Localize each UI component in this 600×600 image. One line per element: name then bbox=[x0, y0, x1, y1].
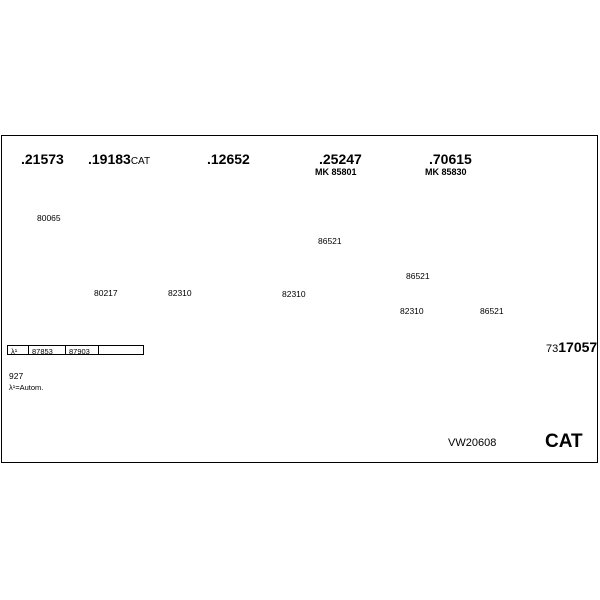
note-line: λ¹=Autom. bbox=[9, 383, 44, 392]
part-number-label: .12652 bbox=[207, 151, 250, 167]
lambda-symbol-cell: λ¹ bbox=[8, 346, 29, 356]
part-number-label: .70615 bbox=[429, 151, 472, 167]
part-label: 82310 bbox=[282, 289, 306, 299]
kit-code-label: 7317057 bbox=[546, 339, 598, 355]
category-label: CAT bbox=[545, 431, 583, 452]
part-number-label: .25247 bbox=[319, 151, 362, 167]
lambda-sensor-cell bbox=[99, 346, 143, 354]
lambda-sensor-table: λ¹ 87853 87903 bbox=[7, 345, 144, 356]
lambda-sensor-cell: 87903 bbox=[66, 346, 99, 356]
note-line: 927 bbox=[9, 371, 24, 381]
part-number-label: .21573 bbox=[21, 151, 64, 167]
part-label: 82310 bbox=[168, 288, 192, 298]
part-number-label: .19183CAT bbox=[88, 151, 151, 167]
part-label: 82310 bbox=[400, 306, 424, 316]
part-label: 80217 bbox=[94, 288, 118, 298]
part-label: 86521 bbox=[406, 271, 430, 281]
part-label: 86521 bbox=[318, 236, 342, 246]
mounting-kit-label: MK 85801 bbox=[315, 167, 357, 177]
part-label: 86521 bbox=[480, 306, 504, 316]
lambda-sensor-cell: 87853 bbox=[29, 346, 66, 356]
part-label: 80065 bbox=[37, 213, 61, 223]
system-id-label: VW20608 bbox=[448, 437, 497, 449]
mounting-kit-label: MK 85830 bbox=[425, 167, 467, 177]
diagram-frame bbox=[1, 135, 598, 463]
